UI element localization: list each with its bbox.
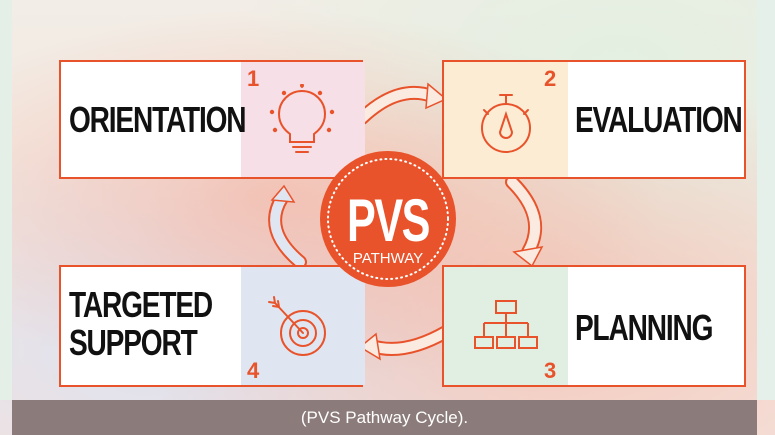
background-left-band (0, 0, 12, 400)
step-2-number: 2 (544, 66, 557, 91)
step-1-number: 1 (247, 66, 260, 91)
step-4-tint (241, 267, 365, 385)
step-4-label: TARGETED SUPPORT (69, 284, 213, 363)
step-evaluation: EVALUATION 2 (442, 60, 746, 179)
caption-text: (PVS Pathway Cycle). (300, 407, 469, 427)
badge-title: PVS (347, 188, 429, 255)
step-2-label: EVALUATION (575, 99, 743, 140)
stopwatch-icon (481, 94, 531, 153)
step-targeted-support: TARGETED SUPPORT 4 (59, 265, 365, 387)
step-3-label: PLANNING (575, 307, 713, 348)
step-planning: PLANNING 3 (442, 265, 746, 387)
lightbulb-icon (269, 84, 335, 153)
step-1-tint (241, 62, 365, 177)
org-chart-icon (474, 300, 538, 349)
step-4-number: 4 (247, 358, 260, 383)
badge-subtitle: PATHWAY (353, 250, 423, 267)
step-3-number: 3 (544, 358, 557, 383)
step-1-label: ORIENTATION (69, 99, 247, 140)
pvs-pathway-badge: PVS PATHWAY (320, 151, 456, 287)
target-icon (268, 296, 326, 356)
caption-bar: (PVS Pathway Cycle). (12, 400, 757, 435)
step-orientation: ORIENTATION 1 (59, 60, 365, 179)
step-2-tint (444, 62, 568, 177)
background-right-band (757, 0, 775, 400)
